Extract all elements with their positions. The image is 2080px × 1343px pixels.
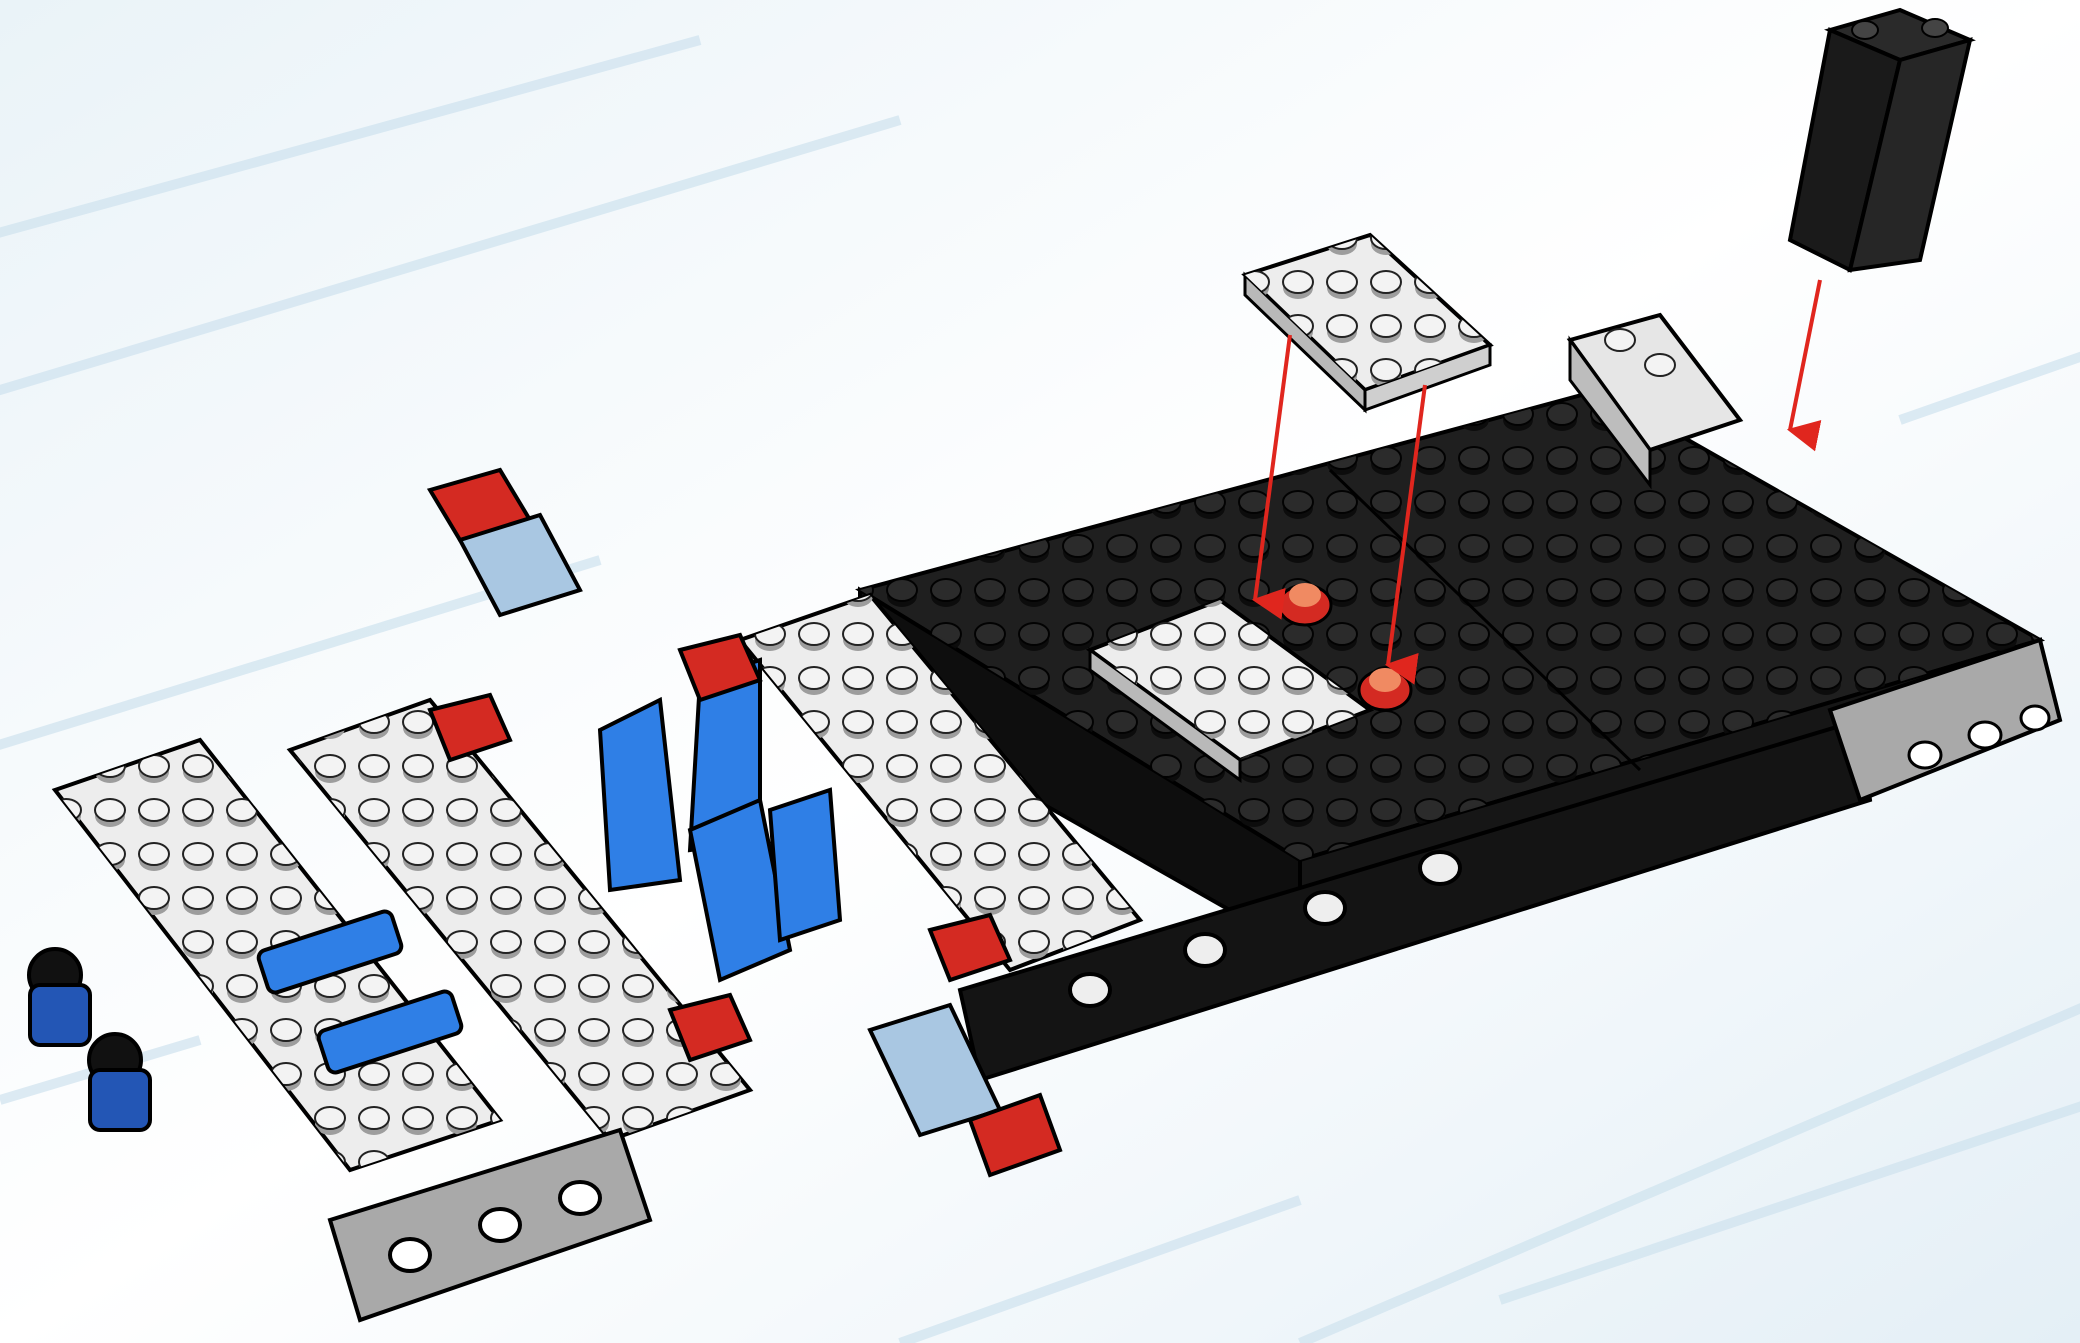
instruction-step-illustration (0, 0, 2080, 1343)
